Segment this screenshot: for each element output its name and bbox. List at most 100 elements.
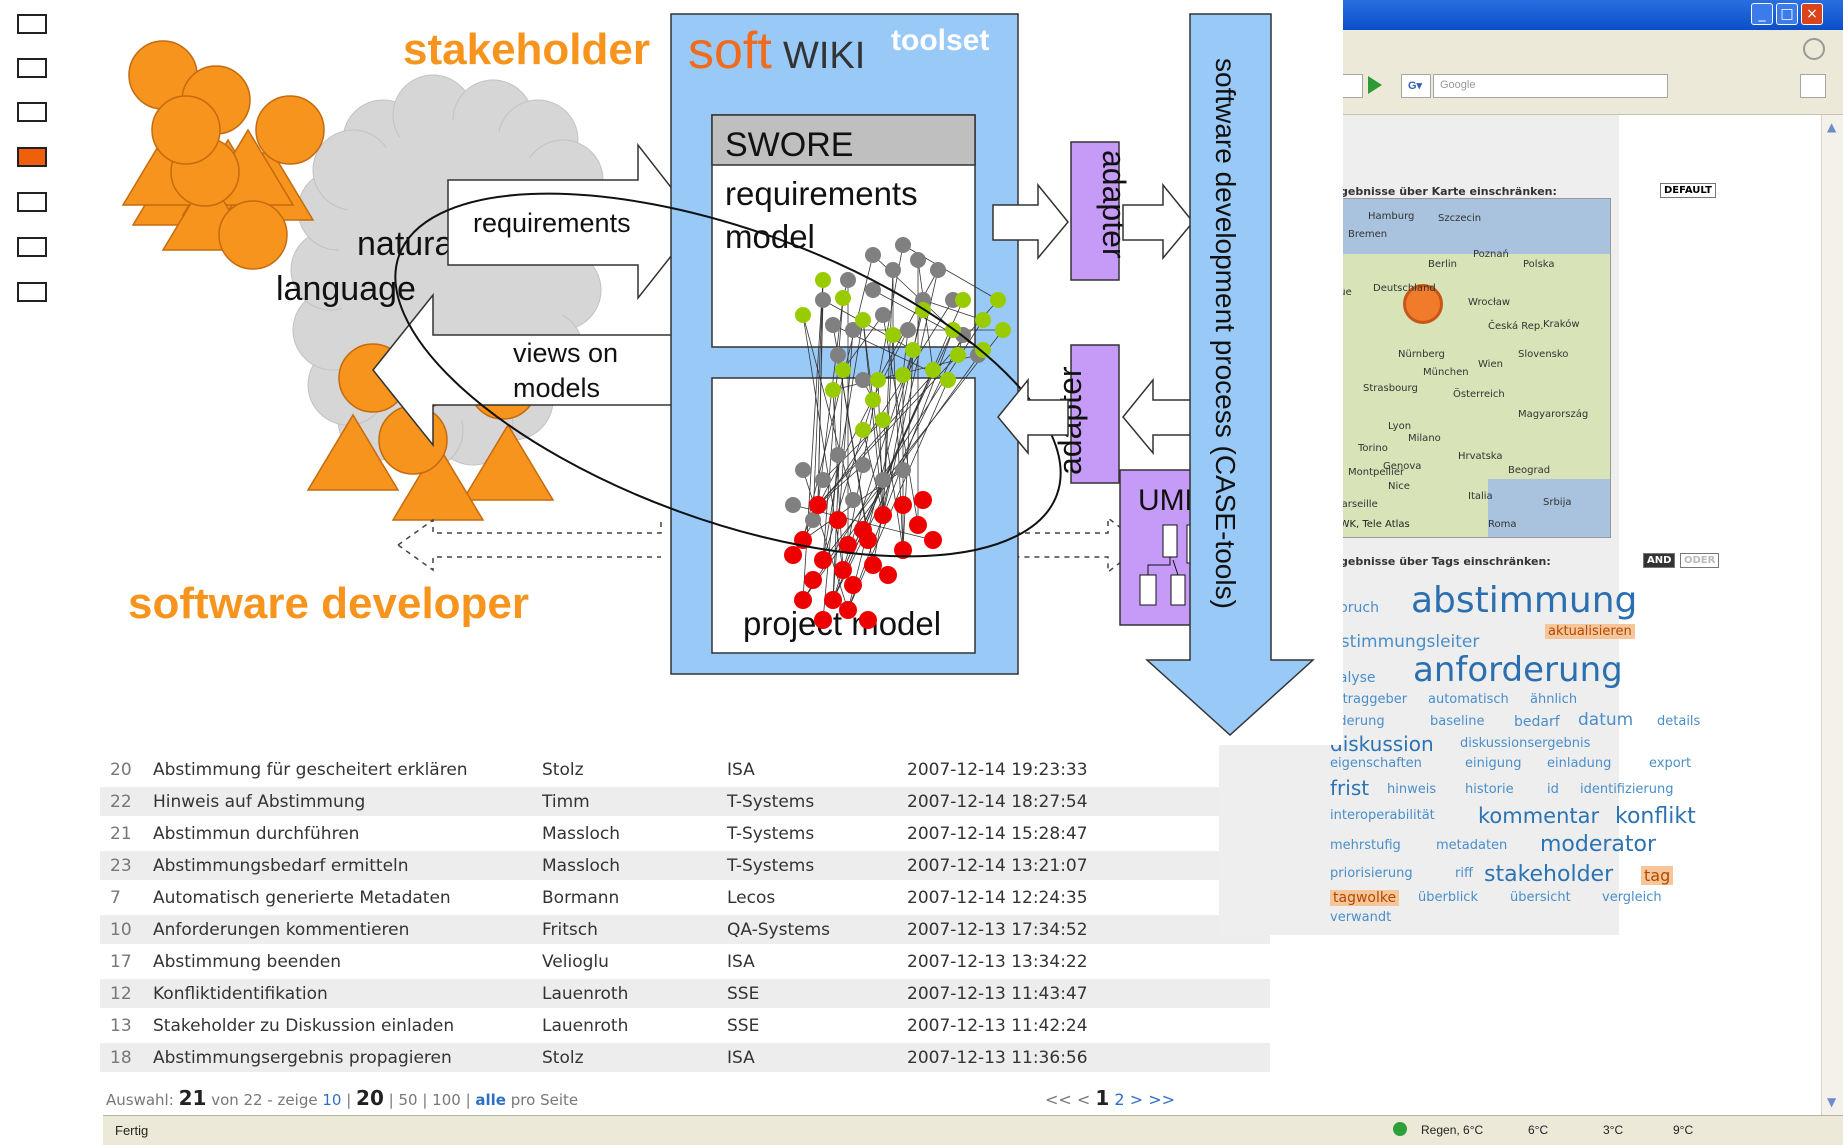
pager-100[interactable]: 100 (432, 1091, 461, 1109)
pager-10[interactable]: 10 (322, 1091, 342, 1109)
tag-link[interactable]: einigung (1465, 756, 1522, 771)
tag-link[interactable]: moderator (1540, 832, 1657, 857)
cell-date: 2007-12-14 12:24:35 (907, 888, 1088, 908)
cell-date: 2007-12-13 11:36:56 (907, 1048, 1088, 1068)
go-icon[interactable] (1368, 76, 1382, 94)
maximize-icon[interactable]: □ (1776, 3, 1798, 25)
slide-nav-button[interactable] (17, 147, 47, 167)
tag-link[interactable]: metadaten (1436, 838, 1508, 853)
scroll-up-icon[interactable]: ▲ (1827, 120, 1837, 134)
tag-link[interactable]: uftraggeber (1330, 692, 1408, 707)
tag-link[interactable]: kommentar (1478, 804, 1600, 828)
tag-link[interactable]: historie (1465, 782, 1514, 797)
graph-node-red (894, 541, 912, 559)
cell-title[interactable]: Abstimmungsergebnis propagieren (153, 1048, 452, 1068)
tag-link[interactable]: tag (1641, 866, 1674, 885)
cell-title[interactable]: Konfliktidentifikation (153, 984, 328, 1004)
tag-link[interactable]: diskussionsergebnis (1460, 736, 1591, 751)
tag-link[interactable]: eigenschaften (1330, 756, 1422, 771)
tag-link[interactable]: vergleich (1602, 890, 1662, 905)
cell-title[interactable]: Abstimmung beenden (153, 952, 342, 972)
graph-node-green (990, 292, 1006, 308)
slide-nav-button[interactable] (17, 282, 47, 302)
page-last[interactable]: > >> (1129, 1090, 1176, 1109)
cell-title[interactable]: Hinweis auf Abstimmung (153, 792, 366, 812)
graph-link (802, 314, 854, 501)
cell-title[interactable]: Abstimmung für gescheitert erklären (153, 760, 468, 780)
tag-link[interactable]: diskussion (1330, 732, 1434, 756)
slide-nav-button[interactable] (17, 14, 47, 34)
tags-and-button[interactable]: AND (1643, 553, 1676, 568)
tag-link[interactable]: automatisch (1428, 692, 1509, 707)
slide-nav-button[interactable] (17, 102, 47, 122)
tag-link[interactable]: übersicht (1510, 890, 1571, 905)
tag-link[interactable]: id (1547, 782, 1559, 797)
slide-nav-button[interactable] (17, 192, 47, 212)
tag-link[interactable]: konflikt (1615, 804, 1696, 829)
map-default-button[interactable]: DEFAULT (1660, 183, 1716, 198)
page-prev[interactable]: << < (1045, 1090, 1091, 1109)
brand-toolset: toolset (891, 24, 989, 57)
tag-link[interactable]: nderung (1330, 714, 1385, 729)
page-next[interactable]: 2 (1114, 1090, 1125, 1109)
google-g-icon[interactable]: G▾ (1401, 74, 1431, 98)
slide-nav-button[interactable] (17, 58, 47, 78)
tag-link[interactable]: identifizierung (1580, 782, 1674, 797)
tag-link[interactable]: details (1657, 714, 1701, 729)
tag-link[interactable]: export (1649, 756, 1692, 771)
tag-link[interactable]: aktualisieren (1545, 624, 1635, 639)
tag-link[interactable]: datum (1578, 710, 1634, 730)
tag-link[interactable]: mehrstufig (1330, 838, 1401, 853)
cell-title[interactable]: Automatisch generierte Metadaten (153, 888, 451, 908)
tag-link[interactable]: einladung (1547, 756, 1612, 771)
map-label: Kraków (1543, 319, 1580, 330)
tag-link[interactable]: bedarf (1514, 714, 1560, 730)
map-label: Genova (1383, 461, 1422, 472)
pager-20[interactable]: 20 (356, 1086, 384, 1110)
tag-link[interactable]: stakeholder (1484, 862, 1614, 887)
map-label: Bremen (1348, 229, 1388, 240)
search-input[interactable]: Google (1433, 74, 1668, 98)
cell-title[interactable]: Anforderungen kommentieren (153, 920, 410, 940)
tag-link[interactable]: tagwolke (1330, 890, 1400, 906)
tag-link[interactable]: hinweis (1387, 782, 1437, 797)
tag-link[interactable]: überblick (1418, 890, 1478, 905)
minimize-icon[interactable]: _ (1751, 3, 1773, 25)
tag-link[interactable]: verwandt (1330, 910, 1392, 925)
tag-link[interactable]: bstimmungsleiter (1330, 632, 1480, 652)
graph-node-gray (865, 247, 881, 263)
tag-link[interactable]: priorisierung (1330, 866, 1413, 881)
slide-nav-button[interactable] (17, 237, 47, 257)
cell-title[interactable]: Abstimmungsbedarf ermitteln (153, 856, 409, 876)
graph-link (817, 297, 844, 506)
tag-link[interactable]: abstimmung (1411, 580, 1638, 621)
search-icon[interactable] (1800, 74, 1826, 98)
scroll-down-icon[interactable]: ▼ (1827, 1095, 1837, 1109)
tag-link[interactable]: frist (1330, 776, 1370, 800)
scrollbar[interactable]: ▲ ▼ (1821, 115, 1843, 1115)
close-icon[interactable]: × (1801, 3, 1823, 25)
tag-link[interactable]: interoperabilität (1330, 808, 1435, 823)
cell-title[interactable]: Abstimmun durchführen (153, 824, 360, 844)
tag-link[interactable]: ähnlich (1530, 692, 1578, 707)
tag-link[interactable]: baseline (1430, 714, 1485, 729)
tag-link[interactable]: anforderung (1413, 650, 1623, 690)
tags-or-button[interactable]: ODER (1680, 553, 1720, 568)
pager-all[interactable]: alle (475, 1091, 506, 1109)
stakeholder-head (151, 95, 221, 165)
tag-link[interactable]: riff (1455, 866, 1473, 881)
settings-icon[interactable] (1803, 38, 1825, 60)
cell-title[interactable]: Stakeholder zu Diskussion einladen (153, 1016, 455, 1036)
graph-node-gray (895, 462, 911, 478)
pager-50[interactable]: 50 (398, 1091, 418, 1109)
